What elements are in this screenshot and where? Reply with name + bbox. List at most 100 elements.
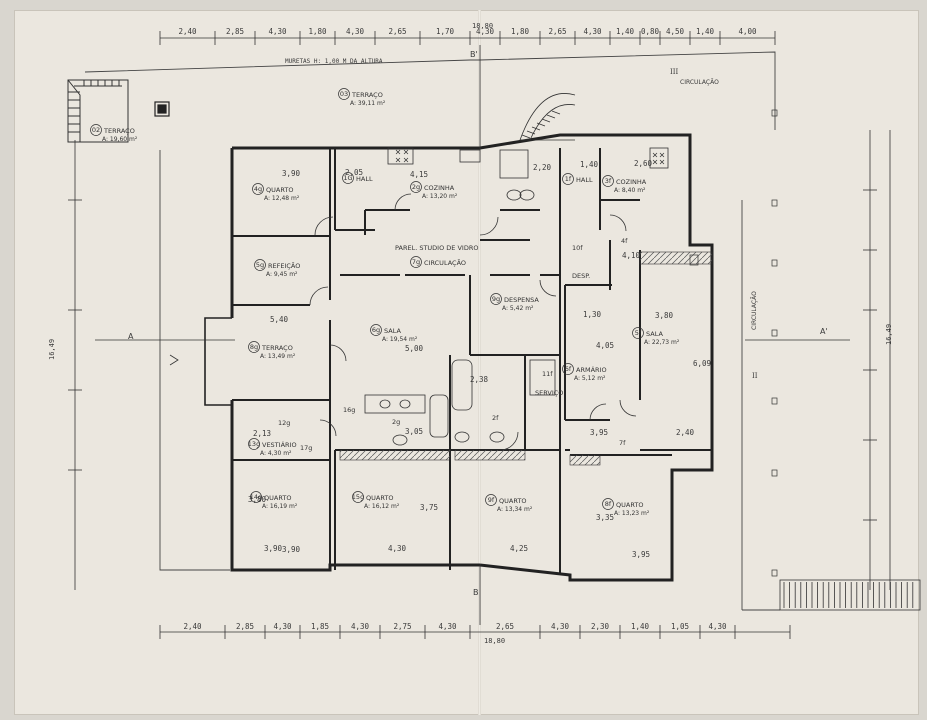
inner-dim-22: 3,80 — [248, 495, 267, 504]
room-number: 9f — [488, 496, 495, 504]
top-dim-15: 4,00 — [738, 27, 757, 36]
inner-dim-4: 2,20 — [533, 163, 552, 172]
top-dim-2: 4,30 — [268, 27, 287, 36]
room-name: QUARTO — [366, 494, 393, 502]
right-stair — [779, 579, 921, 611]
room-name: HALL — [576, 176, 593, 184]
inner-dim-1: 2,05 — [345, 168, 363, 177]
inner-dim-9: 5,00 — [405, 344, 424, 353]
room-area: A: 13,20 m² — [422, 193, 458, 200]
bottom-dim-5: 2,75 — [393, 622, 411, 631]
room-name: TERRAÇO — [103, 127, 135, 135]
room-area: A: 19,54 m² — [382, 336, 418, 343]
room-name: QUARTO — [616, 501, 643, 509]
misc-label-10: 17g — [300, 444, 312, 452]
right-total-dim: 16,49 — [885, 323, 893, 345]
top-dim-13: 4,50 — [666, 27, 685, 36]
room-number: 4g — [254, 185, 262, 193]
left-dimension-line — [68, 140, 82, 590]
bottom-dim-0: 2,40 — [183, 622, 202, 631]
central-stair — [519, 93, 576, 141]
room-area: A: 13,23 m² — [614, 510, 650, 517]
inner-dim-10: 3,90 — [264, 544, 283, 553]
section-mark-b: B — [473, 588, 479, 597]
room-area: A: 22,73 m² — [644, 339, 680, 346]
room-number: 14g — [250, 493, 262, 501]
room-name: REFEIÇÃO — [268, 261, 300, 270]
room-number: 03 — [340, 90, 348, 98]
room-area: A: 13,34 m² — [497, 506, 533, 513]
top-total-dim: 18,80 — [472, 22, 494, 30]
room-name: COZINHA — [616, 178, 647, 186]
circulation-top-label: CIRCULAÇÃO — [680, 79, 719, 86]
misc-label-11: PAREL. STUDIO DE VIDRO — [395, 244, 478, 252]
inner-dim-25: 2,38 — [470, 375, 489, 384]
bathroom-fixtures — [364, 147, 669, 446]
room-name: SALA — [646, 330, 663, 338]
room-area: A: 9,45 m² — [266, 271, 298, 278]
room-number: 9g — [492, 295, 500, 303]
misc-label-9: 12g — [278, 419, 290, 427]
bottom-dim-8: 4,30 — [551, 622, 570, 631]
room-name: VESTIÁRIO — [262, 440, 297, 449]
top-dim-4: 4,30 — [346, 27, 365, 36]
room-number: 02 — [92, 126, 100, 134]
section-mark-b-prime: B' — [470, 50, 478, 59]
room-area: A: 8,40 m² — [614, 187, 646, 194]
bottom-dimension-line — [159, 625, 791, 639]
top-dim-12: 0,80 — [641, 27, 660, 36]
room-area: A: 4,30 m² — [260, 450, 292, 457]
blueprint-sheet — [14, 10, 919, 715]
room-area: A: 12,48 m² — [264, 195, 300, 202]
room-name: HALL — [356, 175, 373, 183]
misc-label-1: SERVIÇO — [535, 389, 563, 397]
misc-label-4: 4f — [621, 237, 628, 245]
top-dim-11: 1,40 — [616, 27, 635, 36]
misc-label-8: 16g — [343, 406, 355, 414]
room-name: DESPENSA — [504, 296, 539, 304]
inner-dim-18: 4,10 — [622, 251, 641, 260]
room-number: 5f — [635, 329, 642, 337]
inner-dim-3: 3,90 — [282, 545, 301, 554]
room-name: TERRAÇO — [261, 344, 293, 352]
top-dim-5: 2,65 — [388, 27, 406, 36]
room-number: 6f — [565, 365, 572, 373]
inner-dim-0: 3,90 — [282, 169, 301, 178]
inner-dim-7: 3,80 — [655, 311, 674, 320]
room-name: QUARTO — [266, 186, 293, 194]
mid-terrace — [204, 317, 232, 406]
room-area: A: 5,42 m² — [502, 305, 534, 312]
inner-dim-5: 1,40 — [580, 160, 599, 169]
room-number: 15g — [352, 493, 364, 501]
top-dim-7: 4,30 — [476, 27, 495, 36]
misc-label-3: 2f — [492, 414, 499, 422]
room-name: TERRAÇO — [351, 91, 383, 99]
door-swings — [309, 193, 637, 451]
room-area: A: 5,12 m² — [574, 375, 606, 382]
inner-dim-24: 3,75 — [420, 503, 438, 512]
misc-label-2: 2g — [392, 418, 400, 426]
top-dim-14: 1,40 — [696, 27, 715, 36]
inner-dim-13: 3,95 — [590, 428, 608, 437]
bottom-dim-3: 1,85 — [311, 622, 329, 631]
top-dim-10: 4,30 — [583, 27, 602, 36]
inner-dim-23: 3,35 — [596, 513, 614, 522]
bottom-dim-12: 4,30 — [708, 622, 727, 631]
misc-label-0: DESP. — [572, 272, 590, 280]
room-number: 2g — [412, 183, 420, 191]
room-name: SALA — [384, 327, 401, 335]
section-markers — [95, 45, 850, 625]
room-area: A: 13,49 m² — [260, 353, 296, 360]
